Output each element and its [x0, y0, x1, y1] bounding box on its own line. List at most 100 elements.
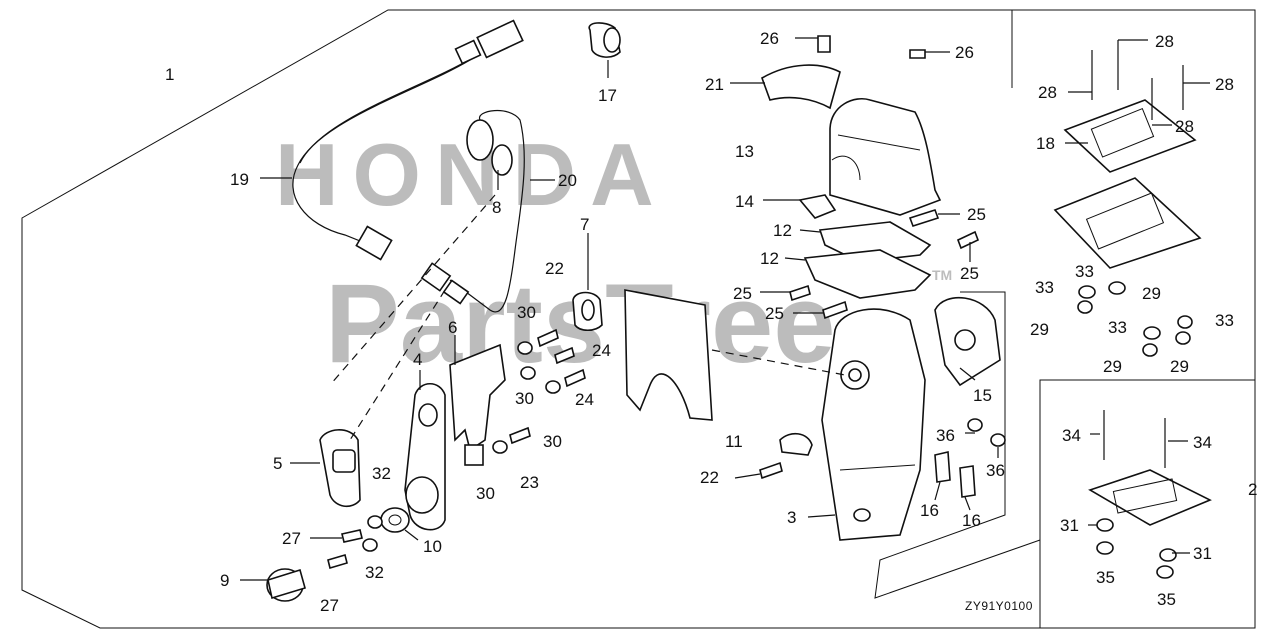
cover-piece-21 [761, 64, 841, 110]
wire-20 [420, 109, 525, 313]
washers-10-32 [362, 507, 410, 552]
kit-2 [1088, 410, 1212, 579]
callout-31-left: 31 [1060, 516, 1079, 535]
callout-34-right: 34 [1193, 433, 1212, 452]
callout-25-d: 25 [765, 304, 784, 323]
callout-24-upper: 24 [592, 341, 611, 360]
callout-29-c: 29 [1103, 357, 1122, 376]
callout-12-upper: 12 [773, 221, 792, 240]
callout-11: 11 [725, 432, 743, 451]
callout-26-left: 26 [760, 29, 779, 48]
bolts-28 [1091, 40, 1184, 120]
lever-arm-4 [404, 382, 446, 531]
callout-36-left: 36 [936, 426, 955, 445]
callout-36-right: 36 [986, 461, 1005, 480]
callout-8: 8 [492, 198, 501, 217]
callout-17: 17 [598, 86, 617, 105]
knob-9 [266, 568, 306, 602]
gasket-11 [624, 289, 713, 421]
callout-6: 6 [448, 318, 457, 337]
callout-16-left: 16 [920, 501, 939, 520]
callout-4: 4 [413, 350, 422, 369]
bolt-22-clamp [759, 432, 813, 480]
bracket-12-lower [803, 249, 932, 299]
side-plate-15 [934, 296, 1001, 387]
callout-14: 14 [735, 192, 754, 211]
callout-33-d: 33 [1215, 311, 1234, 330]
callout-30-b: 30 [515, 389, 534, 408]
callout-13: 13 [735, 142, 754, 161]
callout-7: 7 [580, 215, 589, 234]
screws-26 [817, 35, 926, 59]
callout-9: 9 [220, 571, 229, 590]
watermark-honda: HONDA [275, 125, 668, 224]
callout-30-a: 30 [517, 303, 536, 322]
callout-35-left: 35 [1096, 568, 1115, 587]
callout-29-a: 29 [1142, 284, 1161, 303]
gasket-18 [1063, 99, 1197, 173]
callout-34-left: 34 [1062, 426, 1081, 445]
callout-27-left: 27 [282, 529, 301, 548]
callout-32-lower: 32 [365, 563, 384, 582]
callout-30-d: 30 [476, 484, 495, 503]
nuts-29-33 [1077, 281, 1193, 357]
callout-15: 15 [973, 386, 992, 405]
reference-leaders [329, 194, 846, 441]
screws-27 [327, 529, 363, 570]
callout-32-upper: 32 [372, 464, 391, 483]
callout-22-upper: 22 [545, 259, 564, 278]
callout-20: 20 [558, 171, 577, 190]
top-cover-13 [829, 98, 942, 216]
lever-bracket-6 [449, 343, 506, 466]
callout-25-a: 25 [967, 205, 986, 224]
lower-right-frame [1039, 380, 1256, 629]
watermark-tm: TM [932, 267, 952, 283]
bolts-24-23 [509, 328, 586, 445]
callout-33-b: 33 [1035, 278, 1054, 297]
callout-22-lower: 22 [700, 468, 719, 487]
callout-19: 19 [230, 170, 249, 189]
callout-25-b: 25 [960, 264, 979, 283]
callout-29-b: 29 [1030, 320, 1049, 339]
callout-28-mid: 28 [1175, 117, 1194, 136]
callout-25-c: 25 [733, 284, 752, 303]
callout-30-c: 30 [543, 432, 562, 451]
cover-5 [319, 429, 361, 508]
callout-33-a: 33 [1075, 262, 1094, 281]
callout-2: 2 [1248, 480, 1257, 499]
callout-leaders [240, 37, 1210, 581]
callout-12-lower: 12 [760, 249, 779, 268]
callout-29-d: 29 [1170, 357, 1189, 376]
nuts-30 [492, 341, 561, 454]
body-frame [874, 291, 1041, 599]
callout-21: 21 [705, 75, 724, 94]
callout-24-lower: 24 [575, 390, 594, 409]
cable-harness-19 [292, 19, 524, 261]
callout-28-top: 28 [1155, 32, 1174, 51]
callout-3: 3 [787, 508, 796, 527]
callout-10: 10 [423, 537, 442, 556]
callout-18: 18 [1036, 134, 1055, 153]
callout-labels: 1 2 3 4 5 6 7 8 9 10 11 12 12 13 14 15 1… [165, 29, 1257, 615]
control-body-3 [821, 308, 926, 541]
callout-31-right: 31 [1193, 544, 1212, 563]
bolts-25 [789, 209, 980, 320]
callout-26-right: 26 [955, 43, 974, 62]
clip-14 [798, 194, 837, 219]
grommet-7 [572, 291, 603, 332]
callout-16-right: 16 [962, 511, 981, 530]
diagram-code: ZY91Y0100 [965, 599, 1033, 613]
callout-5: 5 [273, 454, 282, 473]
callout-28-left: 28 [1038, 83, 1057, 102]
callout-33-c: 33 [1108, 318, 1127, 337]
grommet-17 [588, 22, 621, 58]
callout-27-bottom: 27 [320, 596, 339, 615]
callout-35-right: 35 [1157, 590, 1176, 609]
callout-28-right: 28 [1215, 75, 1234, 94]
callout-1: 1 [165, 65, 174, 84]
gasket-lower-plate [1053, 177, 1202, 269]
bracket-12-upper [818, 221, 932, 263]
nuts-36-clips-16 [934, 418, 1006, 498]
callout-23: 23 [520, 473, 539, 492]
